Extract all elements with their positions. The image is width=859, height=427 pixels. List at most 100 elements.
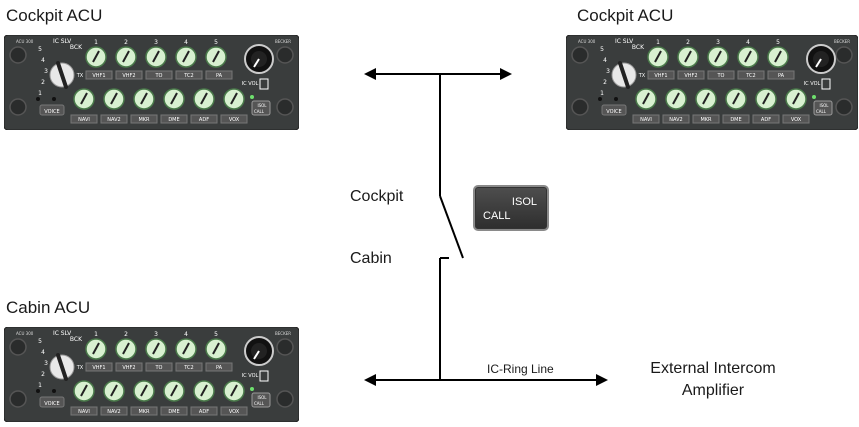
cockpit-acu-left-model: ACU 300 (16, 39, 34, 44)
button-label-vhf2: VHF2 (684, 73, 697, 79)
mounting-hole-icon (276, 338, 294, 356)
cockpit-acu-left-brand: BECKER (275, 39, 291, 44)
mode-selector-pointer (618, 61, 630, 89)
button-adf[interactable] (190, 406, 218, 416)
knob-number-5: 5 (214, 331, 218, 338)
voice-button[interactable] (39, 396, 65, 408)
tx-label: TX (638, 73, 646, 79)
amplifier-line-2: Amplifier (681, 382, 745, 399)
ic-volume-pointer (253, 350, 260, 360)
selector-number-4: 4 (41, 349, 45, 356)
selector-number-3: 3 (44, 68, 48, 75)
knob-pointer (702, 92, 710, 105)
knob-pointer (140, 92, 148, 105)
button-vhf2[interactable] (115, 70, 143, 80)
voice-label: VOICE (606, 109, 621, 115)
selector-label-slv: SLV (61, 330, 72, 337)
headset-icon (259, 370, 269, 382)
button-to[interactable] (145, 362, 173, 372)
button-to[interactable] (707, 70, 735, 80)
call-label: CALL (483, 210, 511, 222)
cabin-acu-model: ACU 300 (16, 331, 34, 336)
button-label-vox: VOX (229, 409, 240, 415)
button-vox[interactable] (220, 406, 248, 416)
button-nav2[interactable] (100, 406, 128, 416)
knob-pointer (170, 92, 178, 105)
button-vhf2[interactable] (677, 70, 705, 80)
button-mkr[interactable] (692, 114, 720, 124)
panel-isol-call-button[interactable] (251, 392, 271, 408)
button-dme[interactable] (722, 114, 750, 124)
ic-vol-label: IC VOL (242, 81, 259, 87)
button-label-adf: ADF (761, 117, 771, 123)
isol-call-button[interactable]: ISOL CALL (473, 185, 549, 231)
button-nav2[interactable] (100, 114, 128, 124)
button-pa[interactable] (205, 362, 233, 372)
tx-label: TX (76, 73, 84, 79)
button-navi[interactable] (70, 114, 98, 124)
button-vhf2[interactable] (115, 362, 143, 372)
mode-selector-pointer (56, 61, 68, 89)
knob-pointer (684, 50, 692, 63)
voice-button[interactable] (601, 104, 627, 116)
button-tc2[interactable] (175, 362, 203, 372)
knob-pointer (792, 92, 800, 105)
knob-pointer (200, 92, 208, 105)
button-dme[interactable] (160, 114, 188, 124)
status-led (812, 95, 816, 99)
button-tc2[interactable] (175, 70, 203, 80)
knob-pointer (642, 92, 650, 105)
button-label-dme: DME (730, 117, 741, 123)
button-mkr[interactable] (130, 406, 158, 416)
button-nav2[interactable] (662, 114, 690, 124)
button-vox[interactable] (782, 114, 810, 124)
button-vhf1[interactable] (647, 70, 675, 80)
button-label-nav2: NAV2 (669, 117, 682, 123)
selector-number-1: 1 (38, 382, 42, 389)
button-pa[interactable] (205, 70, 233, 80)
button-label-pa: PA (216, 73, 223, 79)
knob-pointer (110, 384, 118, 397)
voice-label: VOICE (44, 401, 59, 407)
isol-switch-contact (439, 195, 464, 259)
selector-number-1: 1 (600, 90, 604, 97)
panel-isol-call-button[interactable] (251, 100, 271, 116)
button-vhf1[interactable] (85, 362, 113, 372)
button-pa[interactable] (767, 70, 795, 80)
button-vox[interactable] (220, 114, 248, 124)
button-vhf1[interactable] (85, 70, 113, 80)
button-label-mkr: MKR (700, 117, 712, 123)
button-adf[interactable] (752, 114, 780, 124)
mounting-hole-icon (276, 46, 294, 64)
button-tc2[interactable] (737, 70, 765, 80)
button-label-to: TO (717, 73, 725, 79)
knob-pointer (80, 92, 88, 105)
cabin-acu-title: Cabin ACU (6, 298, 91, 317)
button-dme[interactable] (160, 406, 188, 416)
selector-number-5: 5 (600, 46, 604, 53)
knob-pointer (140, 384, 148, 397)
knob-number-3: 3 (154, 331, 158, 338)
headset-icon (821, 78, 831, 90)
voice-button[interactable] (39, 104, 65, 116)
selector-number-2: 2 (41, 371, 45, 378)
button-to[interactable] (145, 70, 173, 80)
amplifier-line-1: External Intercom (650, 360, 776, 377)
button-navi[interactable] (632, 114, 660, 124)
knob-number-2: 2 (124, 331, 128, 338)
headset-icon (259, 78, 269, 90)
panel-isol-call-button[interactable] (813, 100, 833, 116)
arrowhead-right-bottom (596, 374, 608, 386)
selector-label-slv: SLV (61, 38, 72, 45)
button-mkr[interactable] (130, 114, 158, 124)
knob-number-1: 1 (94, 39, 98, 46)
button-label-to: TO (155, 365, 163, 371)
knob-pointer (744, 50, 752, 63)
knob-pointer (170, 384, 178, 397)
button-label-mkr: MKR (138, 117, 150, 123)
button-adf[interactable] (190, 114, 218, 124)
button-navi[interactable] (70, 406, 98, 416)
